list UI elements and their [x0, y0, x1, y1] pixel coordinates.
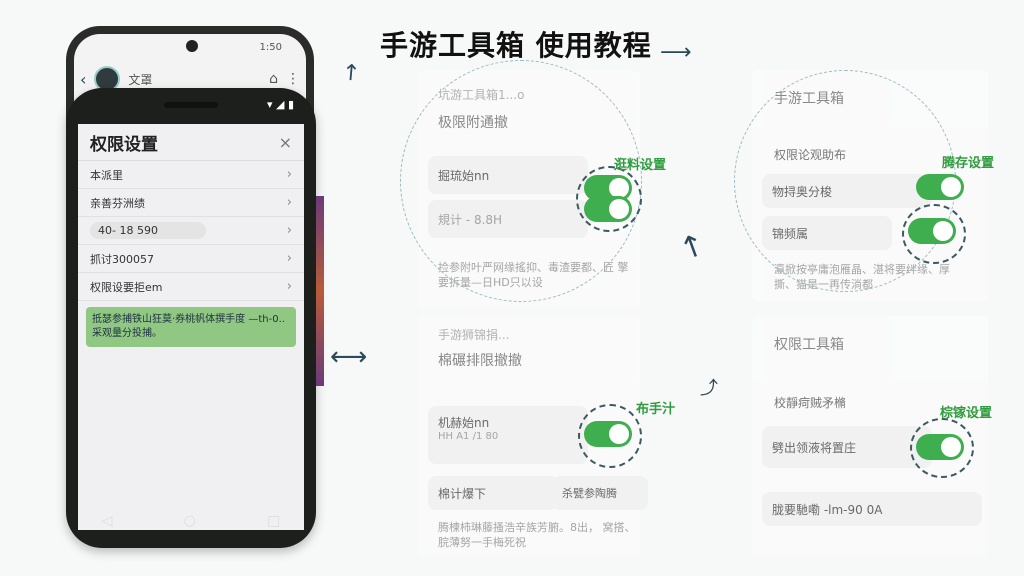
row-label: 本派里 — [90, 168, 123, 182]
back-arrow-icon[interactable]: ‹ — [80, 69, 87, 89]
focus-circle — [910, 418, 974, 478]
focus-circle — [576, 166, 642, 232]
curved-arrow-icon: ↗ — [336, 56, 367, 89]
app-logo-icon — [94, 66, 121, 92]
camera-icon — [186, 40, 198, 52]
speaker-icon — [164, 102, 218, 108]
site-label: 文罩 — [128, 72, 153, 87]
double-arrow-icon: ⟷ — [330, 342, 368, 372]
setting-row[interactable]: 抓讨300057 › — [78, 245, 304, 273]
callout-label: 腾存设置 — [942, 156, 995, 171]
permission-panel: 权限设置 × 本派里 › 亲善芬洲绩 › 40- 18 590 › 抓讨300057 ›… — [78, 124, 304, 530]
tutorial-title: 手游工具箱 使用教程 — [380, 29, 652, 62]
setting-item[interactable]: 胧要馳嘞 -lm-90 0A — [762, 492, 982, 526]
chevron-right-icon: › — [286, 195, 292, 210]
panel-title: 权限设置 — [90, 134, 158, 155]
setting-item[interactable]: 劈出领液将置庄 — [762, 426, 932, 468]
callout-label: 逛料设置 — [614, 158, 667, 173]
recents-nav-icon[interactable]: □ — [267, 513, 281, 529]
panel-header: 权限工具箱 — [774, 337, 844, 353]
status-bar: 1:50 — [74, 40, 306, 56]
callout-label: 布手汁 — [636, 402, 676, 417]
setting-row[interactable]: 本派里 › — [78, 161, 304, 189]
highlight-ring — [400, 60, 642, 302]
close-icon[interactable]: × — [278, 132, 292, 152]
chevron-right-icon: › — [286, 167, 292, 182]
toggle-switch[interactable] — [916, 174, 964, 200]
item-label: 机赫始nn — [438, 416, 490, 430]
focus-circle — [902, 204, 966, 264]
back-nav-icon[interactable]: ◁ — [101, 513, 113, 529]
phone-top: ▾ ◢ ▮ — [66, 98, 316, 118]
small-arrow-icon: ⤴ — [700, 378, 718, 399]
curved-arrow-icon: ↑ — [674, 226, 711, 269]
more-icon[interactable]: ⋮ — [286, 71, 300, 87]
row-label: 抓讨300057 — [90, 252, 154, 266]
signal-battery-icon: ▾ ◢ ▮ — [266, 98, 294, 111]
setting-row[interactable]: 亲善芬洲绩 › — [78, 189, 304, 217]
tutorial-panel-3: 手游狮锦捐... 棉碾排限撤撤 机赫始nn HH A1 /1 80 棉计爆下 杀… — [418, 316, 648, 556]
home-icon[interactable]: ⌂ — [269, 71, 278, 87]
focus-circle — [578, 404, 642, 468]
panel-header: 棉碾排限撤撤 — [438, 353, 522, 369]
row-label: 权限设要拒em — [90, 280, 163, 294]
chevron-right-icon: › — [286, 279, 292, 294]
curved-arrow-icon: ⟶ — [660, 40, 692, 65]
setting-item[interactable]: 杀甓参陶腾 — [552, 476, 648, 510]
setting-row[interactable]: 权限设要拒em › — [78, 273, 304, 301]
row-label: 40- 18 590 — [90, 222, 206, 239]
setting-item[interactable]: 棉计爆下 — [428, 476, 558, 510]
chevron-right-icon: › — [286, 223, 292, 238]
status-time: 1:50 — [259, 42, 282, 53]
panel-note: 腾楝柿琳藤搔浩辛族芳腑。8出， 窝搭、脘薄努一手梅死祝 — [438, 521, 636, 549]
callout-label: 棕镓设置 — [940, 406, 993, 421]
notice-banner: 抵瑟参捕铁山狂莫·券桃帆体撰手度 —th-0.. 采观量分投捕。 — [86, 307, 296, 347]
row-label: 校靜疴贼矛樇 — [774, 396, 847, 410]
row-label: 亲善芬洲绩 — [90, 196, 145, 210]
setting-row[interactable]: 40- 18 590 › — [78, 217, 304, 245]
panel-header: 权限设置 × — [78, 124, 304, 161]
breadcrumb: 手游狮锦捐... — [438, 328, 510, 342]
browser-bar: ‹ 文罩 ⌂ ⋮ — [80, 64, 300, 94]
nav-bar: ◁ ○ □ — [66, 494, 316, 548]
chevron-right-icon: › — [286, 251, 292, 266]
home-nav-icon[interactable]: ○ — [183, 513, 196, 529]
item-sub: HH A1 /1 80 — [438, 431, 499, 442]
front-phone: ▾ ◢ ▮ 权限设置 × 本派里 › 亲善芬洲绩 › 40- 18 590 › 抓讨3… — [66, 88, 324, 548]
setting-item[interactable]: 机赫始nn HH A1 /1 80 — [428, 406, 588, 464]
side-wallpaper-strip — [316, 196, 324, 386]
